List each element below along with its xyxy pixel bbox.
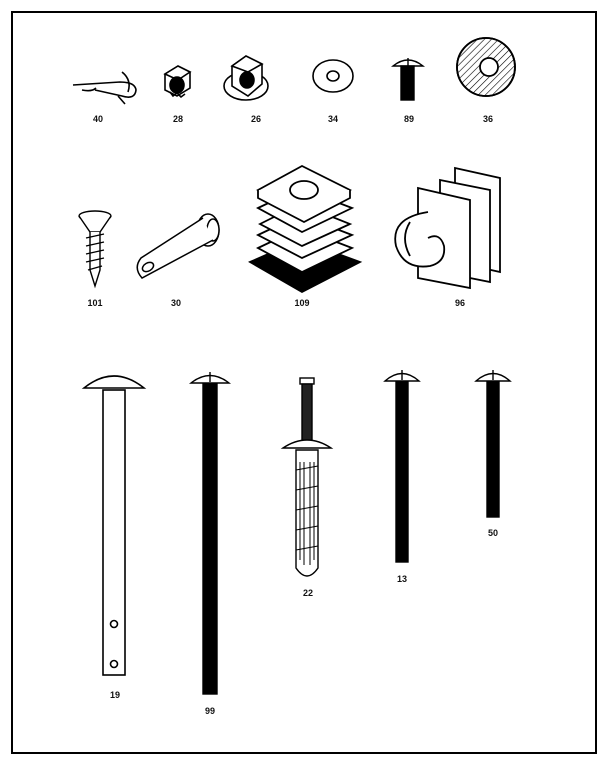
axle-pin-part — [81, 375, 147, 676]
truss-screw-short-part — [391, 58, 425, 101]
bolt-long-part — [188, 372, 232, 695]
keps-nut-label: 28 — [172, 114, 184, 124]
bolt-long-label: 99 — [204, 706, 216, 716]
bolt-short-label: 50 — [487, 528, 499, 538]
felt-pad-part — [456, 37, 516, 97]
square-leg-insert-part — [248, 164, 363, 294]
diagram-border — [11, 11, 597, 754]
tube-clip-part — [394, 166, 501, 290]
bolt-medium-label: 13 — [396, 574, 408, 584]
wood-screw-label: 101 — [87, 298, 103, 308]
axle-pin-label: 19 — [109, 690, 121, 700]
expansion-anchor-label: 22 — [302, 588, 314, 598]
flange-nut-label: 26 — [250, 114, 262, 124]
square-leg-insert-label: 109 — [294, 298, 310, 308]
flange-nut-part — [223, 55, 269, 101]
truss-screw-short-label: 89 — [403, 114, 415, 124]
flat-washer-label: 34 — [327, 114, 339, 124]
cotter-pin-part — [72, 71, 137, 105]
bolt-short-part — [474, 370, 512, 518]
wood-screw-part — [78, 210, 112, 289]
flat-washer-part — [312, 59, 354, 93]
cotter-pin-label: 40 — [92, 114, 104, 124]
tube-clip-label: 96 — [454, 298, 466, 308]
expansion-anchor-part — [280, 377, 334, 577]
felt-pad-label: 36 — [482, 114, 494, 124]
clevis-pin-part — [136, 213, 220, 279]
bolt-medium-part — [383, 370, 421, 563]
clevis-pin-label: 30 — [170, 298, 182, 308]
keps-nut-part — [163, 65, 192, 99]
